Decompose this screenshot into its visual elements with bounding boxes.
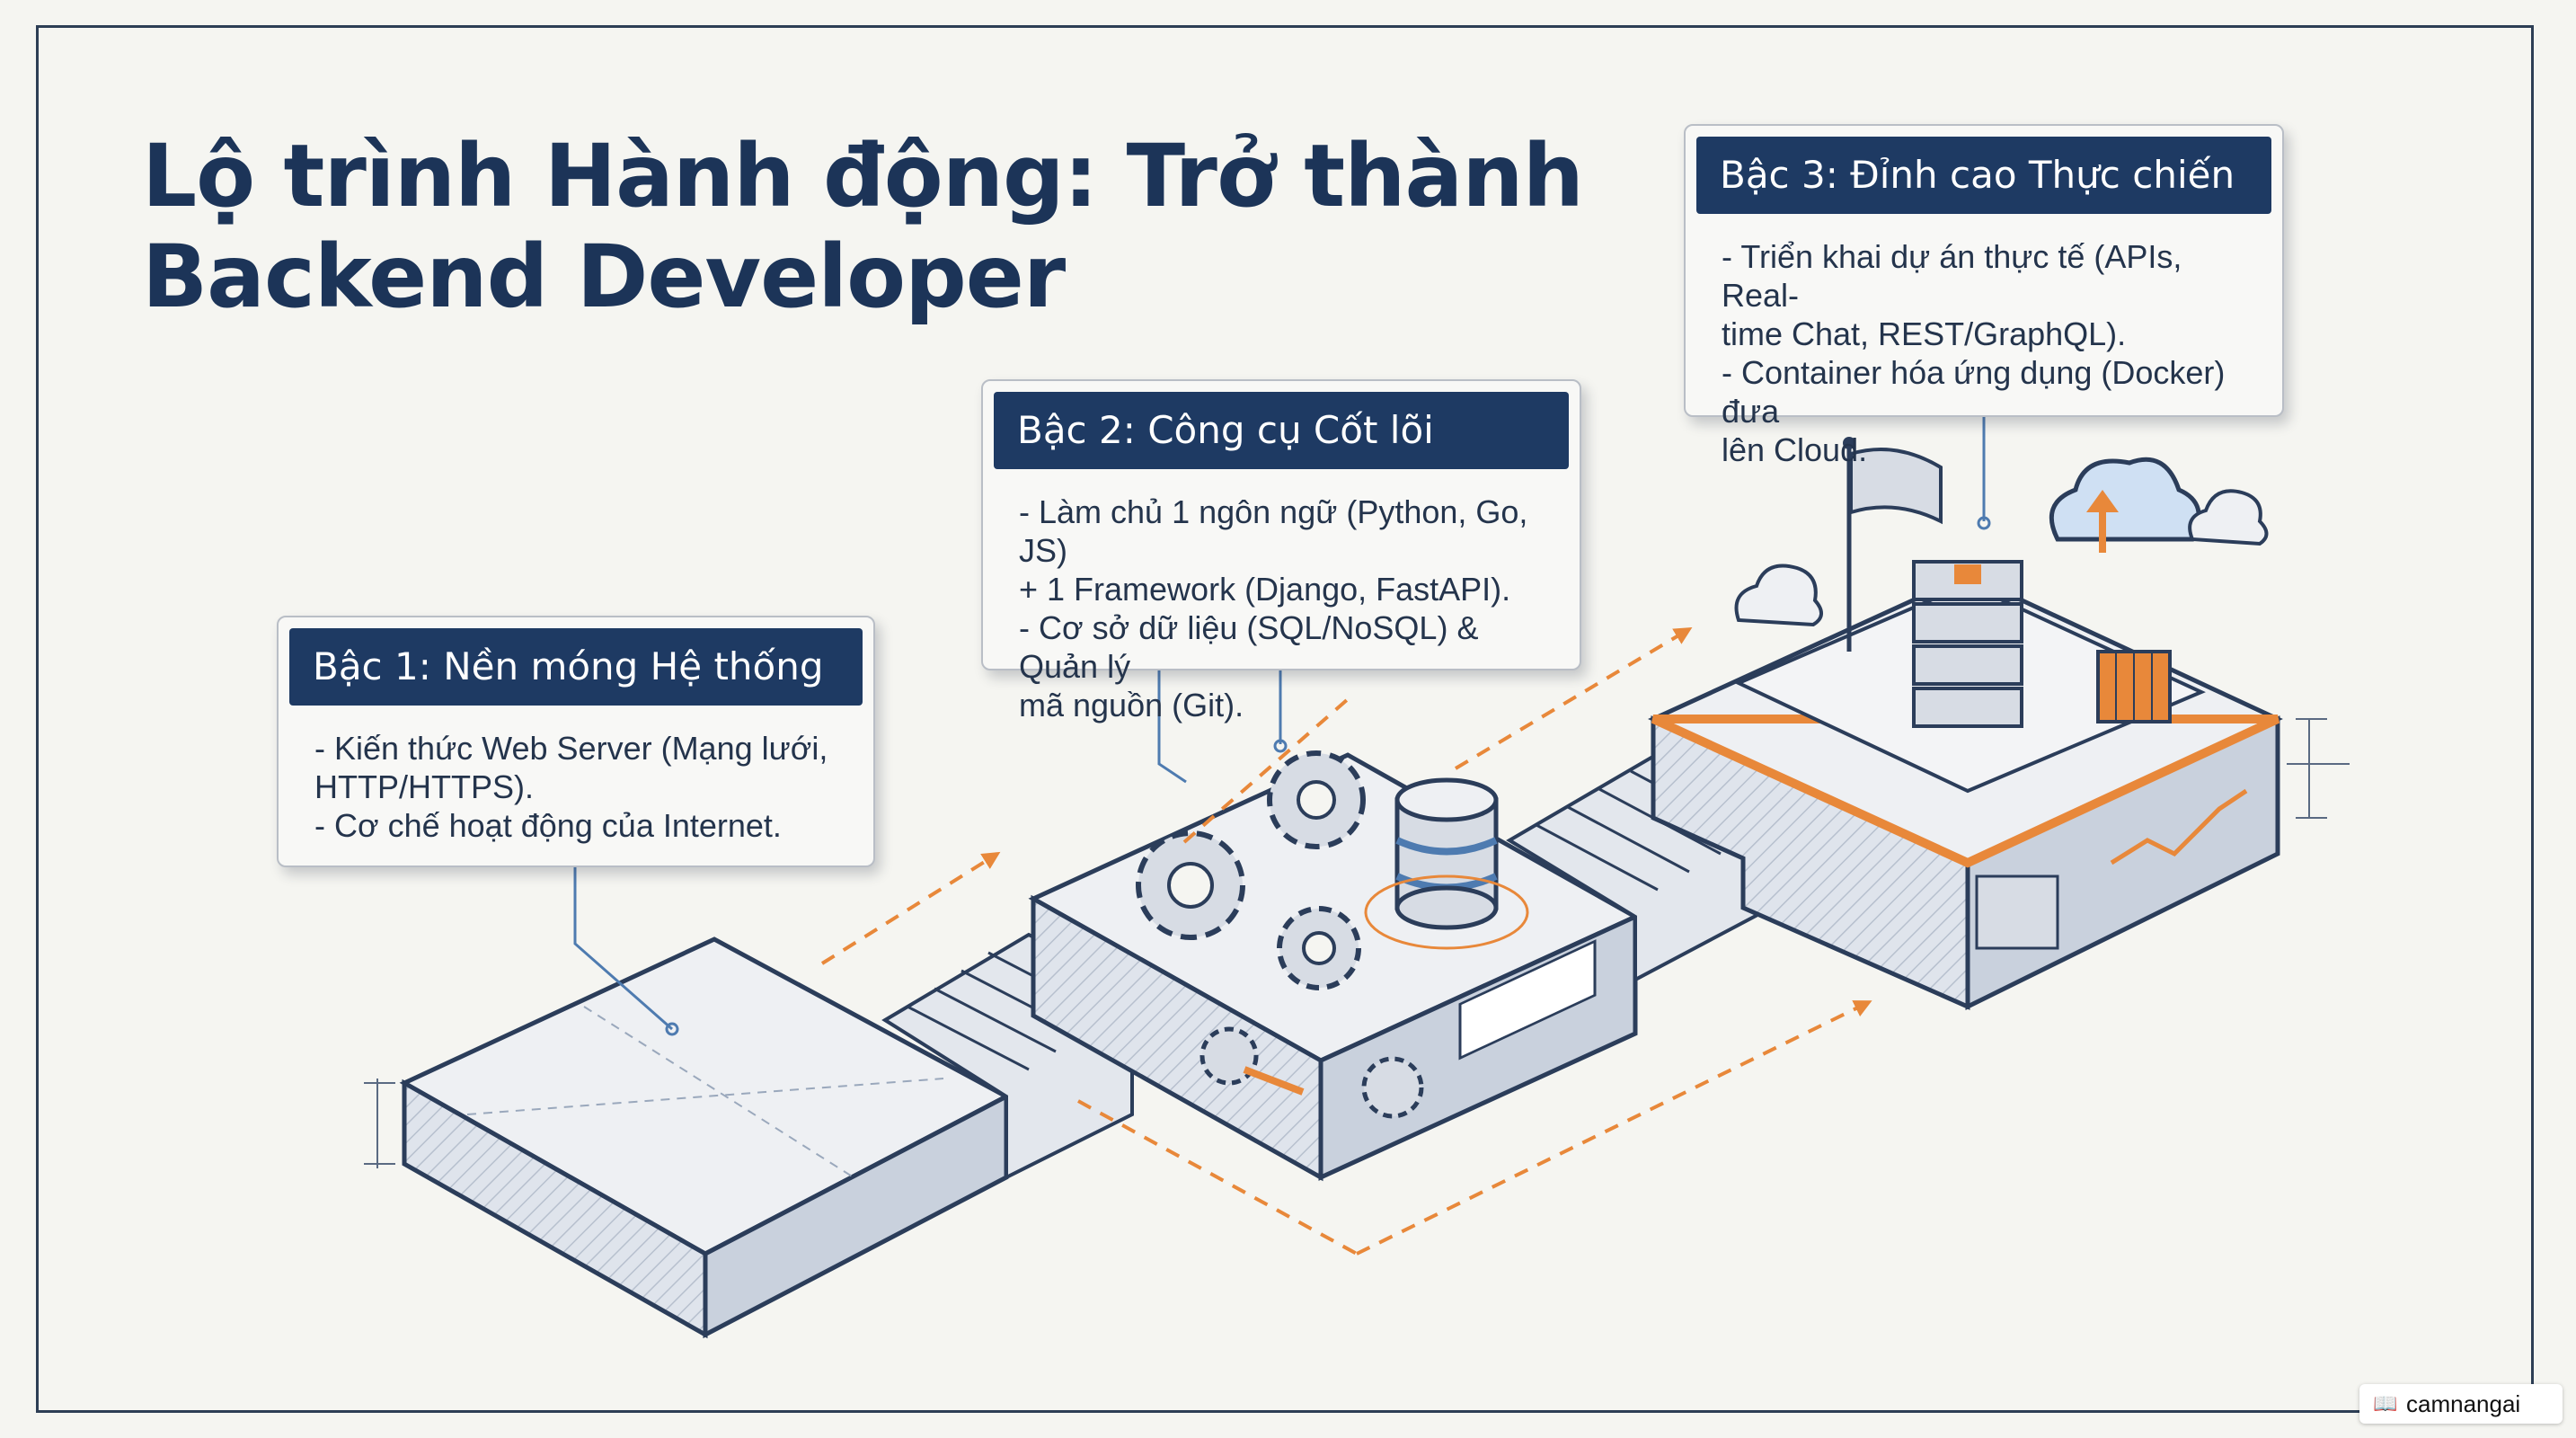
page-title-line-1: Lộ trình Hành động: Trở thành xyxy=(142,126,1584,226)
cloud-icon xyxy=(2188,489,2269,546)
progress-arrows xyxy=(820,626,1872,1256)
cloud-upload-icon xyxy=(2049,457,2201,553)
step-1-line: - Cơ chế hoạt động của Internet. xyxy=(314,807,782,844)
step-3-line: - Container hóa ứng dụng (Docker) đưa xyxy=(1722,354,2226,430)
step-2-heading: Bậc 2: Công cụ Cốt lõi xyxy=(994,392,1569,469)
step-3-heading: Bậc 3: Đỉnh cao Thực chiến xyxy=(1696,137,2271,214)
container-box-icon xyxy=(2096,650,2172,723)
page-title: Lộ trình Hành động: Trở thành Backend De… xyxy=(142,126,1584,327)
step-2-line: + 1 Framework (Django, FastAPI). xyxy=(1019,571,1511,608)
watermark-label: camnangai xyxy=(2406,1389,2521,1417)
database-icon xyxy=(1394,777,1499,930)
gear-icon xyxy=(1361,1056,1424,1119)
step-1-heading: Bậc 1: Nền móng Hệ thống xyxy=(289,628,863,706)
step-1-line: HTTP/HTTPS). xyxy=(314,768,534,805)
step-3-production-block xyxy=(1647,437,2283,1011)
gear-icon xyxy=(1267,750,1366,849)
watermark-badge[interactable]: 📖 camnangai xyxy=(2359,1384,2563,1424)
step-2-card: Bậc 2: Công cụ Cốt lõi - Làm chủ 1 ngôn … xyxy=(981,379,1581,723)
step-3-description: - Triển khai dự án thực tế (APIs, Real- … xyxy=(1722,237,2261,469)
page-title-line-2: Backend Developer xyxy=(142,226,1066,327)
book-icon: 📖 xyxy=(2373,1392,2398,1415)
card-connectors xyxy=(573,413,1991,1031)
page-frame xyxy=(36,25,2534,1413)
step-3-line: lên Cloud. xyxy=(1722,431,1868,468)
server-rack-icon xyxy=(1912,560,2023,728)
step-2-line: mã nguồn (Git). xyxy=(1019,687,1244,723)
step-1-foundation-block xyxy=(364,936,1012,1339)
step-3-card: Bậc 3: Đỉnh cao Thực chiến - Triển khai … xyxy=(1684,124,2284,468)
step-1-card: Bậc 1: Nền móng Hệ thống - Kiến thức Web… xyxy=(277,616,875,867)
step-2-description: - Làm chủ 1 ngôn ngữ (Python, Go, JS) + … xyxy=(1019,493,1558,724)
gear-icon xyxy=(1136,830,1245,940)
flag-icon xyxy=(1843,437,1943,652)
step-1-line: - Kiến thức Web Server (Mạng lưới, xyxy=(314,730,828,767)
gear-icon xyxy=(1199,1026,1259,1086)
cloud-icon xyxy=(1734,564,1823,627)
step-2-tools-block xyxy=(1028,750,1641,1182)
step-1-description: - Kiến thức Web Server (Mạng lưới, HTTP/… xyxy=(314,729,852,845)
step-3-line: time Chat, REST/GraphQL). xyxy=(1722,315,2127,352)
step-2-line: - Cơ sở dữ liệu (SQL/NoSQL) & Quản lý xyxy=(1019,609,1479,685)
step-3-line: - Triển khai dự án thực tế (APIs, Real- xyxy=(1722,238,2182,314)
gear-icon xyxy=(1277,906,1361,990)
step-2-line: - Làm chủ 1 ngôn ngữ (Python, Go, JS) xyxy=(1019,493,1528,569)
dimension-markers xyxy=(2287,718,2350,819)
